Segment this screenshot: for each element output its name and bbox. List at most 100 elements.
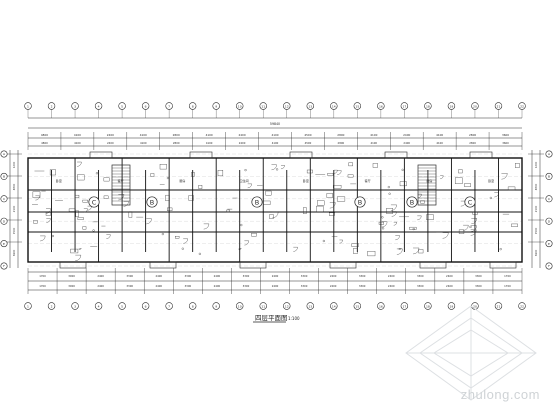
axis-label-left: A <box>3 152 6 156</box>
dim-text-bottom: 2400 <box>97 274 104 278</box>
axis-label-left: B <box>3 175 5 179</box>
unit-tag-label: B <box>150 199 154 207</box>
door-swing <box>280 165 285 170</box>
fixture <box>77 174 85 181</box>
door-swing <box>293 246 298 252</box>
dim-text-bottom: 2400 <box>272 284 279 288</box>
axis-label-top: 4 <box>98 104 100 108</box>
axis-bubble-bottom <box>212 302 220 310</box>
axis-label-bottom: 22 <box>520 304 524 308</box>
fixture <box>198 185 203 189</box>
fixture-dot <box>276 168 279 171</box>
axis-bubble-top <box>24 102 32 110</box>
door-swing <box>329 202 336 209</box>
axis-bubble-top <box>306 102 314 110</box>
axis-bubble-bottom <box>330 302 338 310</box>
dim-text-top: 4500 <box>305 141 312 145</box>
dim-text-bottom: 3000 <box>68 274 75 278</box>
dim-text-bottom: 3300 <box>243 284 250 288</box>
dim-text-top: 4800 <box>41 133 48 137</box>
dim-text-bottom: 3300 <box>301 274 308 278</box>
dim-text-top: 4100 <box>436 141 443 145</box>
dim-text-top: 2400 <box>403 141 410 145</box>
fixture <box>103 177 110 182</box>
axis-bubble-right <box>545 240 553 248</box>
door-swing <box>413 247 420 255</box>
fixture <box>454 177 463 184</box>
axis-bubble-top <box>400 102 409 110</box>
fixture <box>458 169 463 174</box>
door-swing <box>393 222 397 226</box>
fixture-dot <box>469 225 472 229</box>
fixture-dot <box>412 227 415 231</box>
door-swing <box>470 225 477 232</box>
door-swing <box>75 254 82 261</box>
dim-text-right: 4800 <box>534 183 538 190</box>
door-swing <box>45 208 51 214</box>
axis-bubble-right <box>545 217 553 225</box>
fixture-dot <box>401 168 404 171</box>
axis-label-bottom: 11 <box>261 304 265 308</box>
axis-bubble-bottom <box>494 302 503 310</box>
watermark-logo <box>405 305 537 401</box>
fixture <box>103 195 109 199</box>
axis-bubble-top <box>471 102 479 110</box>
dim-text-bottom: 3300 <box>126 274 133 278</box>
axis-label-bottom: 14 <box>332 304 336 308</box>
dim-text-bottom: 1700 <box>39 274 46 278</box>
dim-text-top: 2800 <box>173 133 180 137</box>
fixture <box>217 170 224 177</box>
door-swing <box>463 224 469 231</box>
bay-window <box>289 151 313 159</box>
axis-label-top: 20 <box>473 104 477 108</box>
fixture <box>82 226 87 230</box>
axis-bubble-bottom <box>47 302 56 310</box>
dim-text-right: 1200 <box>534 161 538 168</box>
room-label: 厨房 <box>179 178 185 183</box>
axis-label-bottom: 9 <box>215 304 217 308</box>
axis-label-bottom: 5 <box>121 304 123 308</box>
dim-text-top: 2800 <box>469 133 476 137</box>
room-mark: 2F <box>238 247 242 251</box>
bay-window <box>384 151 408 159</box>
axis-bubble-bottom <box>377 302 385 310</box>
axis-bubble-top <box>283 102 291 110</box>
unit-tag-circle <box>406 196 418 208</box>
fixture <box>372 163 378 168</box>
door-swing <box>146 218 152 225</box>
dim-text-top: 4100 <box>140 141 147 145</box>
stairwell <box>111 164 131 206</box>
dim-text-bottom: 2400 <box>155 274 162 278</box>
dim-text-bottom: 3300 <box>126 284 133 288</box>
room-label: 客厅 <box>118 178 124 183</box>
axis-bubble-top <box>424 102 432 110</box>
axis-label-left: E <box>3 242 5 246</box>
axis-label-top: 11 <box>261 104 265 108</box>
axis-bubble-top <box>118 102 126 110</box>
axis-label-top: 19 <box>450 104 454 108</box>
fixture <box>426 214 434 220</box>
axis-bubble-bottom <box>236 302 244 310</box>
fixture-dot <box>240 223 243 227</box>
dim-text-bottom: 3300 <box>475 284 482 288</box>
dim-text-right: 1500 <box>534 227 538 234</box>
fixture-dot <box>499 248 502 251</box>
axis-bubble-top <box>353 102 362 110</box>
axis-label-left: C <box>3 197 5 201</box>
fixture-dot <box>51 234 54 238</box>
axis-label-bottom: 2 <box>51 304 53 308</box>
dim-overall: 59840 <box>270 122 280 126</box>
room-mark: 3F <box>398 247 402 251</box>
door-swing <box>381 221 388 228</box>
axis-bubble-top <box>377 102 385 110</box>
fixture-dot <box>92 229 95 232</box>
axis-bubble-right <box>545 262 553 270</box>
dim-text-bottom: 3300 <box>243 274 250 278</box>
door-swing <box>417 215 422 221</box>
door-swing <box>337 170 342 175</box>
dim-text-top: 2800 <box>337 133 344 137</box>
axis-label-bottom: 7 <box>168 304 170 308</box>
door-swing <box>271 164 277 171</box>
dim-text-top: 2800 <box>338 141 345 145</box>
fixture <box>75 194 80 198</box>
